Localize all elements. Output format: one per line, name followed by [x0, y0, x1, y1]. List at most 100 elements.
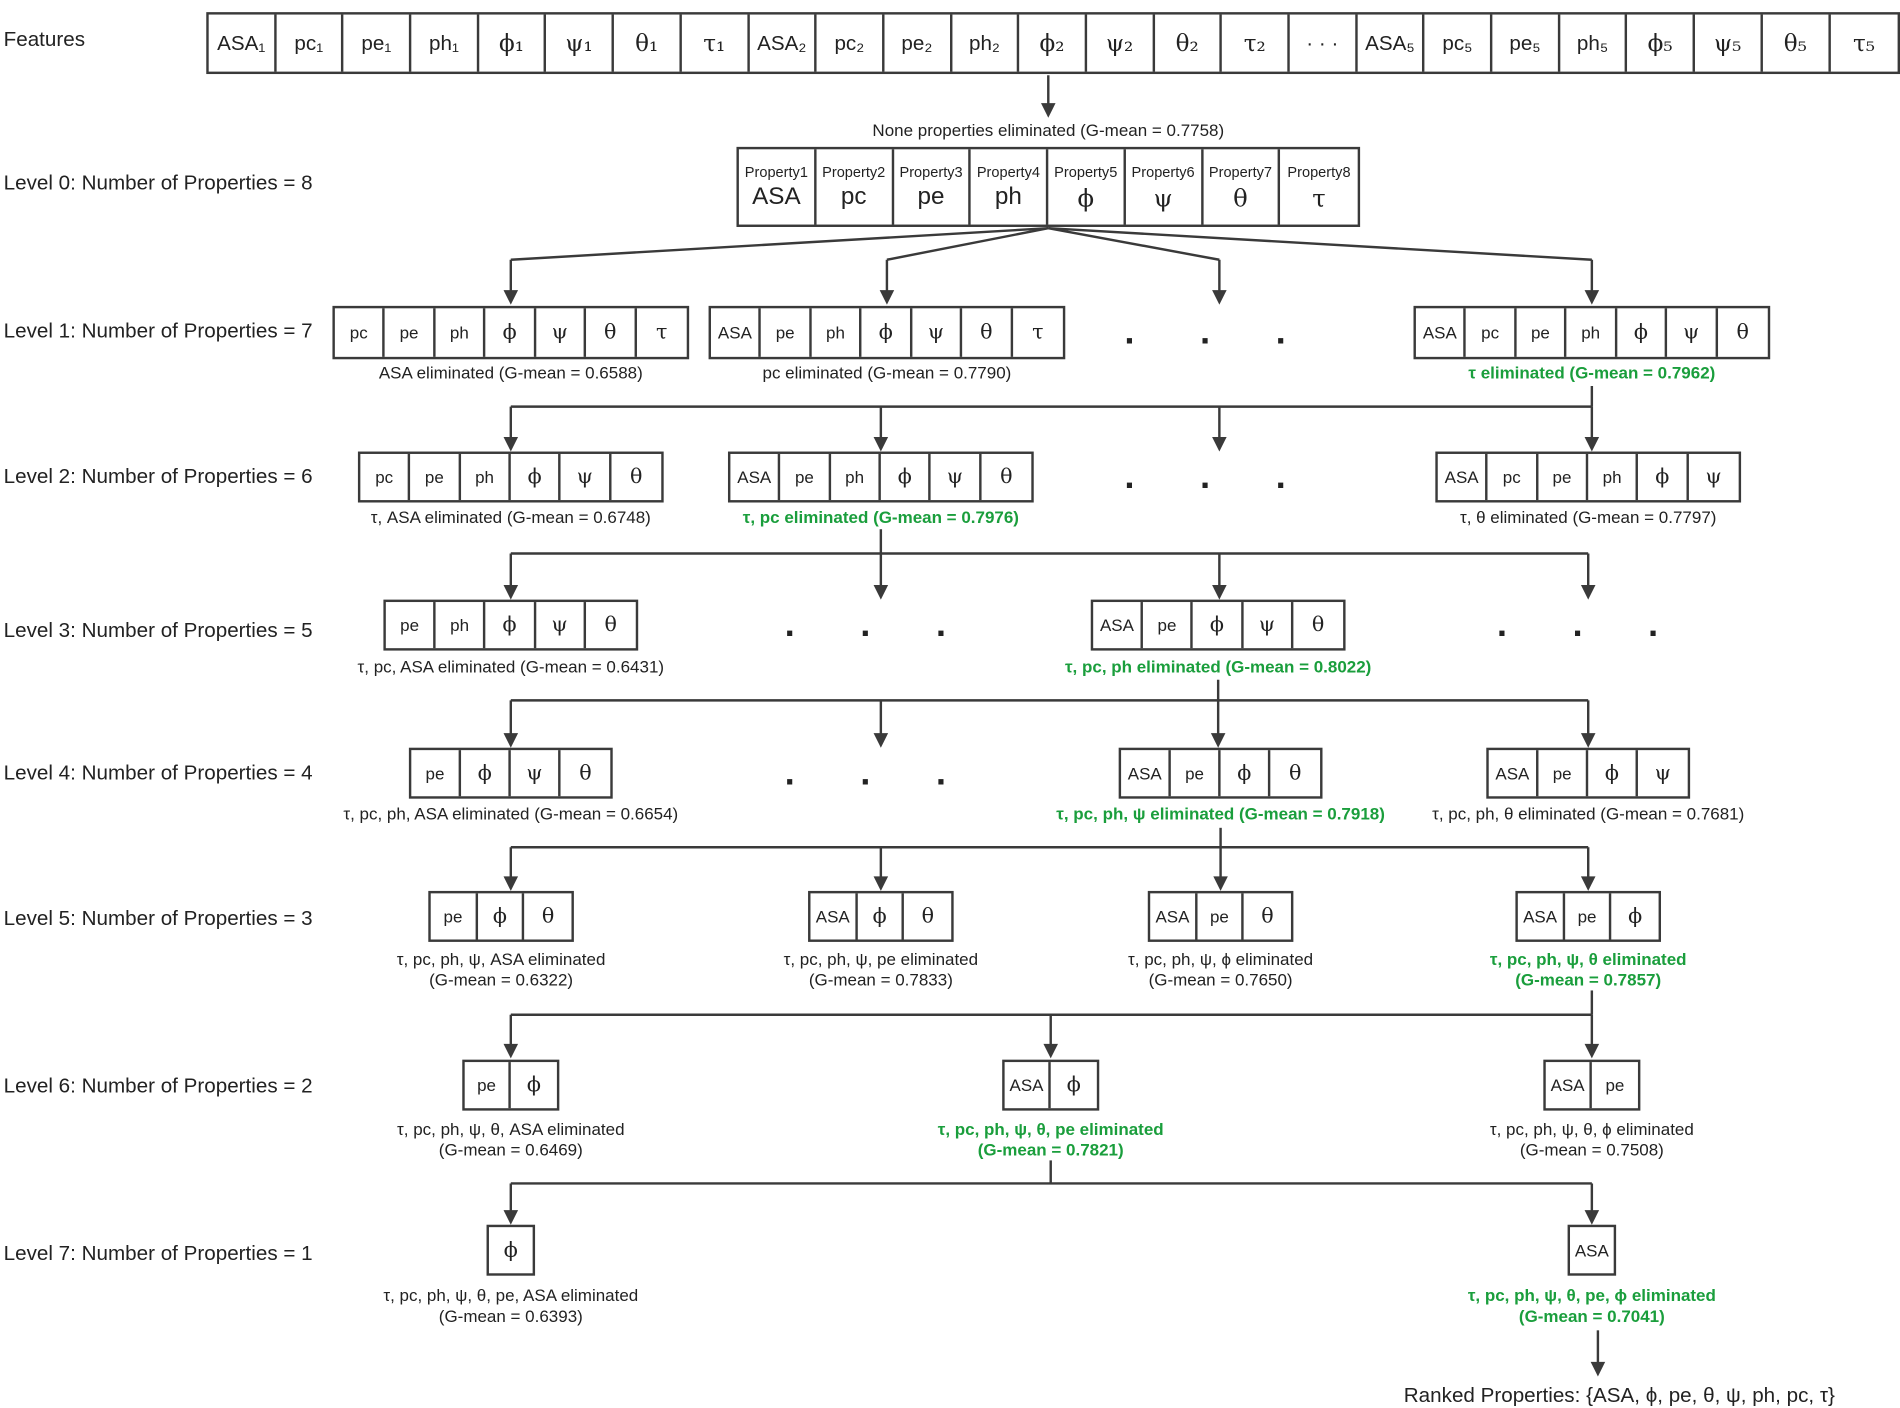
arrow-head	[1584, 436, 1600, 452]
property-symbol: pc	[840, 183, 867, 210]
arrow-head	[1584, 1043, 1600, 1059]
feature-cell: pe₂	[884, 14, 952, 72]
property-cell: θ	[921, 904, 935, 929]
best-caption: τ, pc, ph, ψ eliminated (G-mean = 0.7918…	[1056, 804, 1385, 825]
property-symbol: θ	[1233, 182, 1248, 212]
property-cell: pe	[385, 308, 436, 357]
property-cell: pe	[761, 308, 812, 357]
arrow-head	[503, 876, 519, 891]
property-cell: pe	[411, 750, 462, 797]
property-cell: ASA	[711, 308, 762, 357]
arrow-head	[1580, 876, 1596, 891]
arrow-head	[1580, 585, 1596, 600]
property-cell: ϕ	[511, 453, 561, 501]
feature-cell: ASA₁	[209, 14, 277, 72]
property-cell: ϕ	[1628, 904, 1643, 929]
property-cell: θ	[962, 308, 1013, 357]
ranked-properties: Ranked Properties: {ASA, ϕ, pe, θ, ψ, ph…	[1403, 1383, 1835, 1407]
property-cell: ASA	[1438, 453, 1488, 501]
feature-cell: ϕ₂	[1019, 14, 1088, 72]
property-cell: θ	[1000, 464, 1013, 490]
property-cell: pe	[411, 453, 461, 501]
connector-line	[886, 227, 1049, 261]
feature-cell: θ₅	[1763, 14, 1831, 72]
level-label: Level 3: Number of Properties = 5	[3, 619, 313, 643]
property-cell: θ	[1736, 320, 1749, 345]
feature-cell: pc₁	[276, 14, 344, 72]
caption-line: τ, pc eliminated (G-mean = 0.7976)	[742, 507, 1019, 527]
caption: τ, pc, ph, ψ, ASA eliminated(G-mean = 0.…	[397, 949, 606, 990]
feature-cell: ψ₂	[1087, 14, 1155, 72]
arrow-head	[1212, 436, 1227, 452]
caption: τ, pc, ph, θ eliminated (G-mean = 0.7681…	[1432, 804, 1744, 825]
ellipsis: · · ·	[1496, 614, 1687, 655]
property-cell: ϕ	[857, 893, 905, 940]
property-cell: θ	[586, 308, 637, 357]
property-name: Property3	[899, 163, 963, 181]
arrow-head	[873, 733, 889, 748]
connector-line	[1048, 227, 1220, 261]
property-cell: ASA	[1416, 308, 1467, 357]
caption: τ, pc, ASA eliminated (G-mean = 0.6431)	[358, 657, 664, 678]
connector-line	[1048, 226, 1592, 261]
arrow-head	[1584, 1210, 1600, 1225]
feature-cell: ph₂	[952, 14, 1020, 72]
level7-row: ϕ	[486, 1224, 536, 1276]
property-cell: ψ	[1243, 602, 1294, 649]
caption-line: τ, pc, ph, ψ, θ, ASA eliminated	[397, 1119, 625, 1139]
property-cell: pe	[1143, 602, 1194, 649]
best-caption: τ, pc, ph, ψ, θ, pe eliminated(G-mean = …	[938, 1119, 1164, 1160]
caption: pc eliminated (G-mean = 0.7790)	[763, 363, 1012, 384]
caption-line: τ, pc, ph, θ eliminated (G-mean = 0.7681…	[1432, 803, 1745, 823]
caption-line: (G-mean = 0.7650)	[1148, 969, 1293, 990]
property-cell: ph	[436, 602, 486, 649]
caption: τ, pc, ph, ψ, ϕ eliminated(G-mean = 0.76…	[1128, 949, 1313, 990]
caption-line: τ, pc, ph, ψ, ϕ eliminated	[1128, 949, 1314, 969]
property-cell: pe	[1605, 1075, 1625, 1095]
caption-line: ASA eliminated (G-mean = 0.6588)	[378, 362, 643, 383]
caption-line: τ, pc, ph, ψ eliminated (G-mean = 0.7918…	[1056, 803, 1385, 823]
property-cell: pe	[1171, 750, 1221, 797]
level-label: Level 5: Number of Properties = 3	[3, 906, 313, 930]
caption: τ, ASA eliminated (G-mean = 0.6748)	[371, 507, 651, 528]
arrow-head	[873, 436, 889, 452]
feature-cell: pc₅	[1425, 14, 1493, 72]
property-cell: ϕ	[1193, 602, 1244, 649]
property-cell: ASA	[1546, 1062, 1592, 1109]
caption-line: τ, pc, ph, ASA eliminated (G-mean = 0.66…	[343, 803, 679, 823]
caption-line: pc eliminated (G-mean = 0.7790)	[762, 362, 1012, 383]
property-symbol: ψ	[1153, 182, 1173, 212]
property-cell: ASA	[810, 893, 858, 940]
caption-line: (G-mean = 0.6469)	[438, 1139, 583, 1160]
level-label: Level 6: Number of Properties = 2	[3, 1074, 313, 1098]
arrow-head	[503, 585, 519, 600]
caption-line: τ, pc, ASA eliminated (G-mean = 0.6431)	[357, 656, 665, 677]
feature-cell: pc₂	[817, 14, 885, 72]
caption-line: τ eliminated (G-mean = 0.7962)	[1468, 362, 1716, 383]
property-cell: ph	[812, 308, 862, 357]
property-cell: ph	[461, 453, 511, 501]
property-cell: pc	[1488, 453, 1539, 501]
caption: τ, pc, ph, ψ, θ, ϕ eliminated(G-mean = 0…	[1490, 1119, 1694, 1160]
caption-line: τ, pc, ph, ψ, θ, pe, ϕ eliminated	[1467, 1285, 1716, 1305]
arrow-head	[503, 733, 519, 748]
property-cell: θ	[1311, 612, 1325, 638]
property-cell: θ	[630, 464, 643, 490]
arrow-head	[1590, 1361, 1606, 1377]
